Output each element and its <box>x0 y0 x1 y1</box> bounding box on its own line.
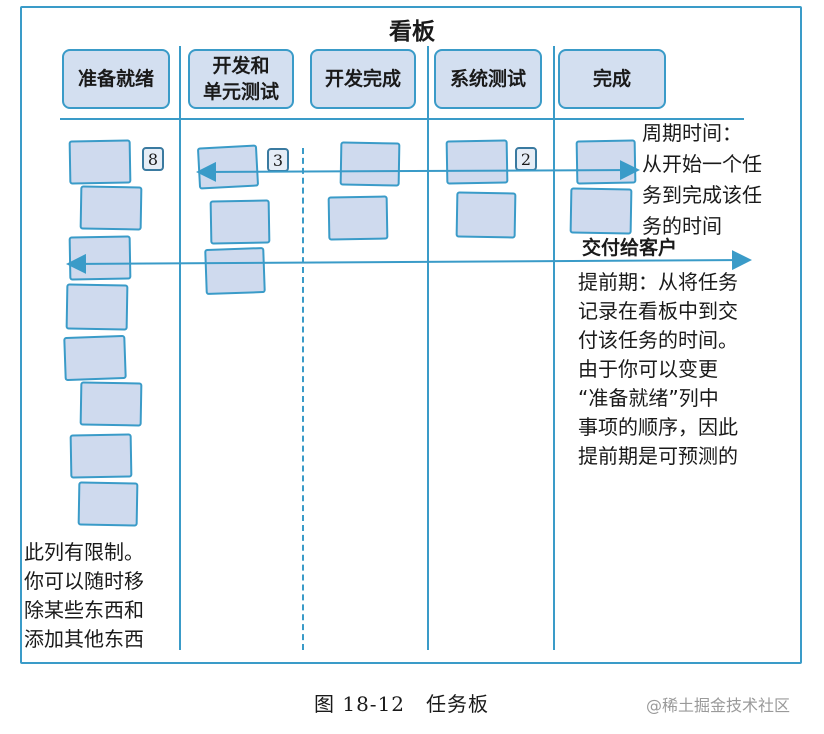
cycle-time-note: 周期时间： 从开始一个任 务到完成该任 务的时间 <box>642 121 762 238</box>
lead-time-arrow <box>66 250 752 274</box>
column-header-ready: 准备就绪 <box>62 49 170 109</box>
column-divider-3 <box>553 46 555 650</box>
watermark: @稀土掘金技术社区 <box>646 696 791 715</box>
column-header-done: 完成 <box>558 49 666 109</box>
column-divider-2 <box>427 46 429 650</box>
wip-limit-badge-ready: 8 <box>142 147 164 171</box>
deliver-to-customer-label: 交付给客户 <box>582 237 678 259</box>
column-header-dev-unit-test: 开发和 单元测试 <box>188 49 294 109</box>
figure-caption: 图 18-12 任务板 <box>314 692 490 716</box>
sub-column-divider <box>302 148 304 650</box>
header-divider <box>60 118 744 120</box>
cycle-time-arrow <box>196 160 640 182</box>
column-header-dev-done: 开发完成 <box>310 49 416 109</box>
kanban-board-frame <box>20 6 802 664</box>
ready-column-note: 此列有限制。 你可以随时移 除某些东西和 添加其他东西 <box>24 540 144 651</box>
board-title: 看板 <box>389 19 435 45</box>
lead-time-note: 提前期：从将任务 记录在看板中到交 付该任务的时间。 由于你可以变更 “准备就绪… <box>578 270 738 468</box>
column-divider-1 <box>179 46 181 650</box>
column-header-system-test: 系统测试 <box>434 49 542 109</box>
